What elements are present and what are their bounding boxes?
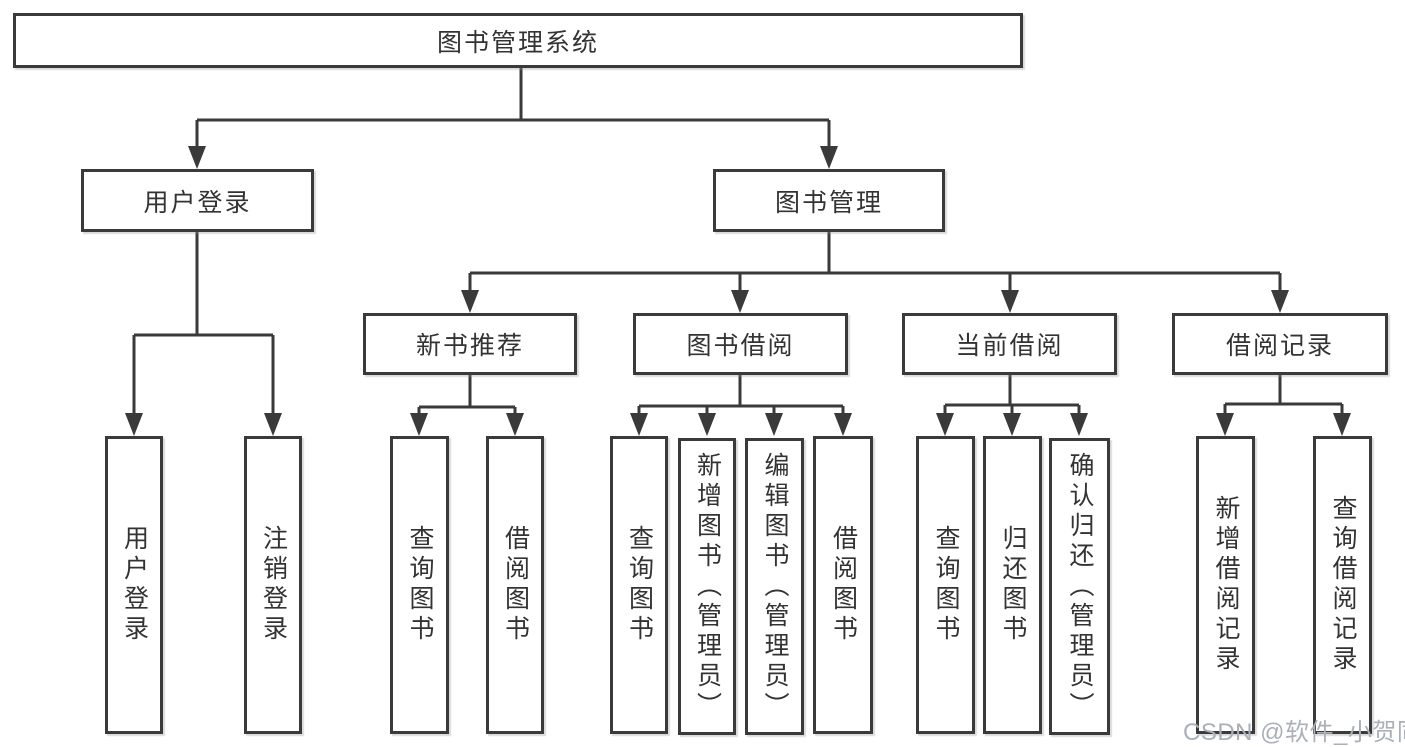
node-label: 图书管理: [774, 188, 883, 217]
leaf-logout-login: 注销登录: [244, 436, 302, 734]
leaf-label: 编辑图书（管理员）: [761, 451, 789, 722]
leaf-label: 借阅图书: [829, 525, 858, 645]
leaf-user-login: 用户登录: [105, 436, 163, 734]
node-book-borrowing: 图书借阅: [633, 313, 848, 375]
leaf-label: 查询借阅记录: [1329, 495, 1357, 675]
leaf-edit-books-admin: 编辑图书（管理员）: [745, 438, 804, 735]
leaf-label: 借阅图书: [501, 525, 530, 645]
leaf-label: 注销登录: [259, 525, 288, 645]
leaf-borrow-books-recommend: 借阅图书: [486, 436, 544, 734]
leaf-label: 新增借阅记录: [1212, 495, 1240, 675]
leaf-label: 确认归还（管理员）: [1066, 451, 1094, 722]
leaf-query-books-borrowing: 查询图书: [610, 436, 668, 734]
watermark-csdn: CSDN @软件_小贺同学: [1183, 719, 1405, 746]
leaf-borrow-books: 借阅图书: [813, 436, 873, 734]
node-current-borrowing: 当前借阅: [902, 313, 1117, 375]
node-borrowing-records: 借阅记录: [1172, 313, 1388, 375]
node-label: 图书管理系统: [436, 28, 599, 57]
leaf-query-books-current: 查询图书: [916, 436, 975, 734]
leaf-query-books-recommend: 查询图书: [390, 436, 449, 734]
leaf-label: 查询图书: [932, 525, 960, 645]
leaf-add-borrow-record: 新增借阅记录: [1196, 436, 1255, 734]
node-label: 用户登录: [143, 188, 252, 217]
node-label: 当前借阅: [955, 332, 1064, 360]
leaf-add-books-admin: 新增图书（管理员）: [678, 438, 736, 735]
node-book-management: 图书管理: [713, 169, 945, 232]
node-label: 借阅记录: [1225, 332, 1334, 360]
node-library-management-system: 图书管理系统: [13, 13, 1023, 68]
node-new-book-recommendation: 新书推荐: [363, 313, 577, 375]
leaf-label: 新增图书（管理员）: [693, 451, 722, 722]
leaf-return-books: 归还图书: [983, 436, 1042, 734]
leaf-label: 归还图书: [999, 525, 1027, 645]
leaf-label: 用户登录: [120, 525, 149, 645]
leaf-query-borrow-record: 查询借阅记录: [1313, 436, 1372, 734]
leaf-label: 查询图书: [406, 525, 434, 645]
leaf-confirm-return-admin: 确认归还（管理员）: [1049, 438, 1110, 735]
node-user-login: 用户登录: [81, 169, 314, 232]
leaf-label: 查询图书: [625, 525, 654, 645]
node-label: 图书借阅: [686, 332, 795, 360]
node-label: 新书推荐: [415, 332, 524, 360]
